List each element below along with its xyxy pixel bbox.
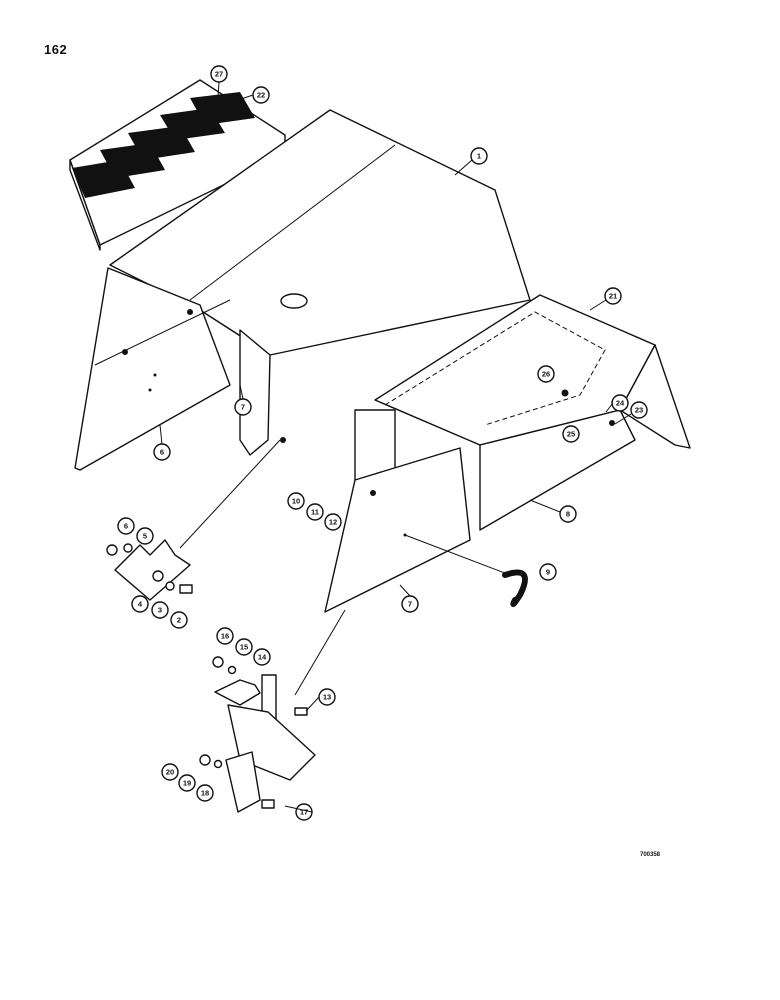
callout-20: 20 [161,763,179,781]
callout-15: 15 [235,638,253,656]
callout-14: 14 [253,648,271,666]
callout-6-upper: 6 [153,443,171,461]
callout-27: 27 [210,65,228,83]
callout-22-label: 22 [257,91,265,100]
callout-19-label: 19 [183,779,191,788]
rear-hood-panel [69,79,286,251]
grab-handle [502,569,528,607]
callout-11-label: 11 [311,508,319,517]
callout-7-lower-label: 7 [408,600,412,609]
callout-25-label: 25 [567,430,575,439]
callout-24-label: 24 [616,399,625,408]
right-front-panel [324,409,511,613]
latch-assembly [199,609,346,813]
callout-6-lower-label: 6 [124,522,128,531]
callout-16-label: 16 [221,632,229,641]
callout-17-label: 17 [300,808,308,817]
callout-17: 17 [295,803,313,821]
callout-13-label: 13 [323,693,331,702]
callout-22: 22 [252,86,270,104]
callout-16: 16 [216,627,234,645]
callout-2: 2 [170,611,188,629]
leader-lines [159,81,632,813]
callout-18: 18 [196,784,214,802]
callout-15-label: 15 [240,643,248,652]
callout-8-label: 8 [566,510,570,519]
callout-3-label: 3 [158,606,162,615]
callout-12-label: 12 [329,518,337,527]
callout-21: 21 [604,287,622,305]
callout-24: 24 [611,394,629,412]
callout-9-label: 9 [546,568,550,577]
callouts: 27 22 1 21 26 24 23 25 7 6 10 11 12 8 6 … [117,65,648,821]
callout-13: 13 [318,688,336,706]
right-platform [374,294,691,531]
callout-20-label: 20 [166,768,174,777]
callout-19: 19 [178,774,196,792]
callout-21-label: 21 [609,292,617,301]
center-lower-panel [239,329,286,456]
callout-4-label: 4 [138,600,143,609]
callout-5: 5 [136,527,154,545]
callout-14-label: 14 [258,653,267,662]
callout-3: 3 [151,601,169,619]
callout-7-lower: 7 [401,595,419,613]
drawing-reference-code: 700358 [640,852,661,858]
callout-7-upper-label: 7 [241,403,245,412]
callout-27-label: 27 [215,70,223,79]
callout-11: 11 [306,503,324,521]
callout-18-label: 18 [201,789,209,798]
callout-8: 8 [559,505,577,523]
left-side-panel [74,267,231,471]
callout-4: 4 [131,595,149,613]
callout-26-label: 26 [542,370,550,379]
callout-10-label: 10 [292,497,300,506]
callout-2-label: 2 [177,616,181,625]
callout-6-lower: 6 [117,517,135,535]
callout-26: 26 [537,365,555,383]
callout-1-label: 1 [477,152,481,161]
callout-10: 10 [287,492,305,510]
page-number: 162 [44,42,68,57]
callout-23: 23 [630,401,648,419]
callout-12: 12 [324,513,342,531]
callout-25: 25 [562,425,580,443]
callout-23-label: 23 [635,406,643,415]
callout-5-label: 5 [143,532,147,541]
callout-7-upper: 7 [234,398,252,416]
callout-1: 1 [470,147,488,165]
left-hardware-cluster [106,439,281,601]
callout-6-upper-label: 6 [160,448,164,457]
callout-9: 9 [539,563,557,581]
